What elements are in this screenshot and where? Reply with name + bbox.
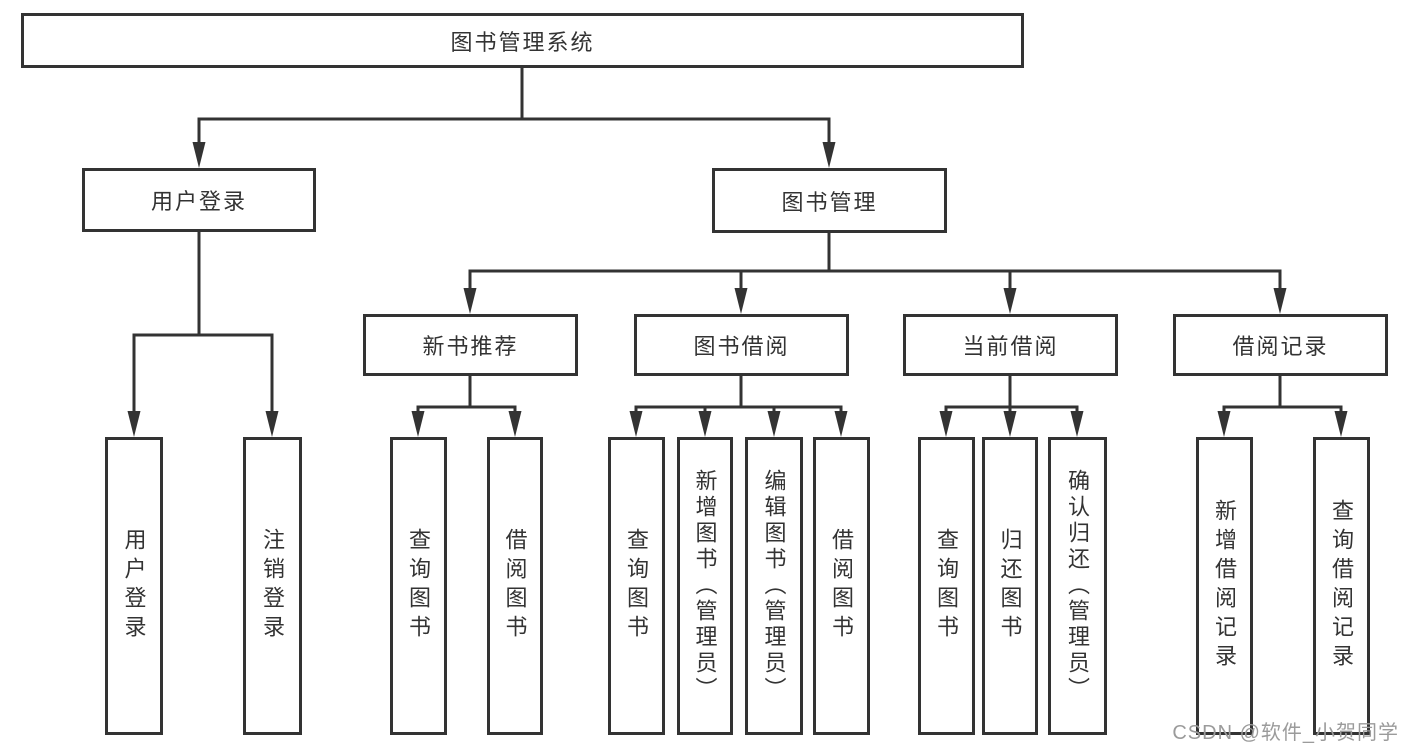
node-query-book-3: 查询图书 bbox=[918, 437, 975, 735]
node-current-borrow: 当前借阅 bbox=[903, 314, 1118, 376]
node-root: 图书管理系统 bbox=[21, 13, 1024, 68]
node-book-management: 图书管理 bbox=[712, 168, 947, 233]
node-borrow-record: 借阅记录 bbox=[1173, 314, 1388, 376]
node-query-book-1: 查询图书 bbox=[390, 437, 447, 735]
watermark: CSDN @软件_小贺同学 bbox=[1172, 722, 1399, 744]
node-confirm-return-admin: 确认归还（管理员） bbox=[1048, 437, 1107, 735]
node-query-borrow-record: 查询借阅记录 bbox=[1313, 437, 1370, 735]
node-edit-book-admin: 编辑图书（管理员） bbox=[745, 437, 803, 735]
node-add-book-admin: 新增图书（管理员） bbox=[677, 437, 733, 735]
node-user-login: 用户登录 bbox=[82, 168, 316, 232]
node-user-login-leaf: 用户登录 bbox=[105, 437, 163, 735]
node-query-book-2: 查询图书 bbox=[608, 437, 665, 735]
node-add-borrow-record: 新增借阅记录 bbox=[1196, 437, 1253, 735]
node-logout: 注销登录 bbox=[243, 437, 302, 735]
node-borrow-book-1: 借阅图书 bbox=[487, 437, 543, 735]
node-borrow-book-2: 借阅图书 bbox=[813, 437, 870, 735]
node-return-book: 归还图书 bbox=[982, 437, 1038, 735]
node-new-book-recommend: 新书推荐 bbox=[363, 314, 578, 376]
node-book-borrow: 图书借阅 bbox=[634, 314, 849, 376]
